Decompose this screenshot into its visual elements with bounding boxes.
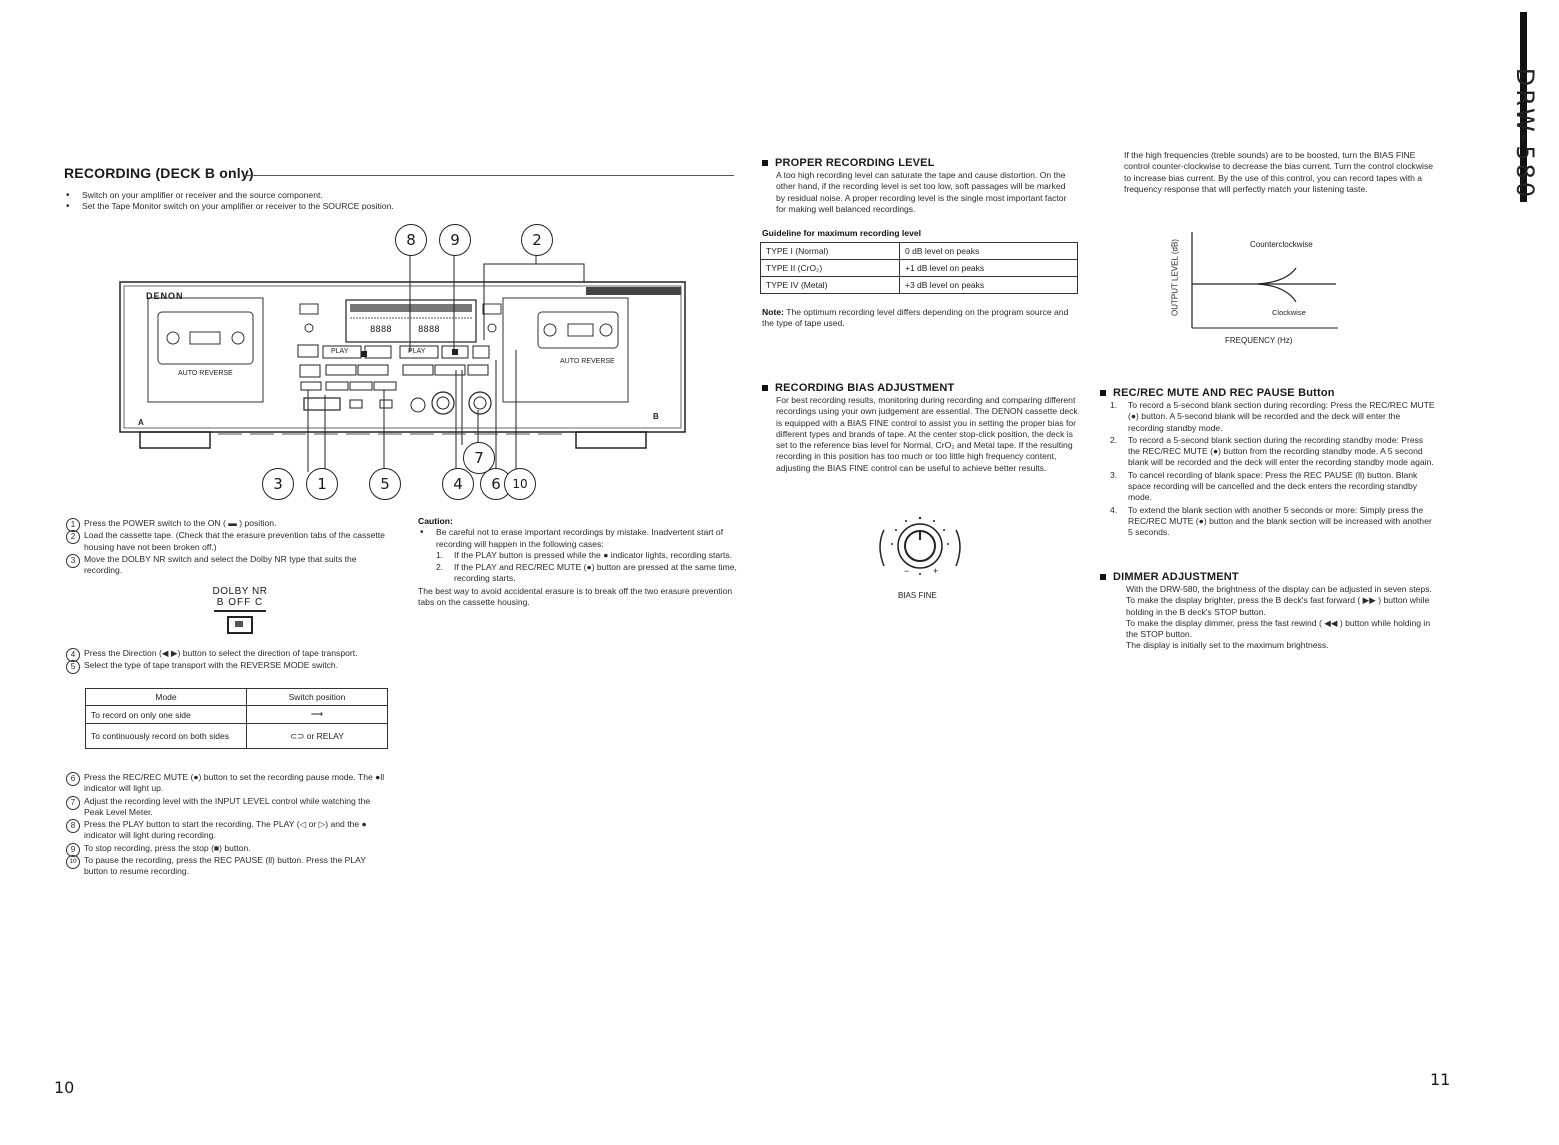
page-number-left: 10 <box>54 1078 75 1097</box>
mode-cell: To continuously record on both sides <box>85 723 247 749</box>
bias-knob-drawing <box>879 516 961 575</box>
intro-bullets: Switch on your amplifier or receiver and… <box>64 190 524 213</box>
play-button-right: PLAY <box>408 348 426 355</box>
brand-logo: DENON <box>146 291 184 301</box>
switch-cell: ⟶ <box>246 705 388 724</box>
switch-cell: ⊂⊃ or RELAY <box>246 723 388 749</box>
play-button-left: PLAY <box>331 348 349 355</box>
knob-plus: + <box>933 566 939 576</box>
tape-type-cell: TYPE I (Normal) <box>760 242 900 260</box>
dolby-positions: B OFF C <box>216 597 264 608</box>
intro-bullet: Switch on your amplifier or receiver and… <box>64 190 524 202</box>
rec-mute-item: 4.To extend the blank section with anoth… <box>1110 504 1432 538</box>
tape-type-cell: TYPE IV (Metal) <box>760 276 900 294</box>
knob-minus: − <box>904 566 910 576</box>
rec-mute-item: 2.To record a 5-second blank section dur… <box>1110 434 1434 468</box>
callout-5: 5 <box>369 468 401 500</box>
tape-level-cell: +1 dB level on peaks <box>899 259 1078 277</box>
caution-bullet: Be careful not to erase important record… <box>418 527 738 550</box>
section-title-rule <box>244 175 734 176</box>
dimmer-para: To make the display brighter, press the … <box>1126 595 1430 617</box>
side-tab-bar <box>1520 12 1527 202</box>
note-text: The optimum recording level differs depe… <box>762 307 1069 329</box>
deck-b-label: B <box>653 412 659 421</box>
mode-table: Mode Switch position To record on only o… <box>85 688 388 749</box>
dolby-track <box>214 610 266 612</box>
note-label: Note: <box>762 307 784 317</box>
graph-ylabel: OUTPUT LEVEL (dB) <box>1170 239 1180 316</box>
intro-bullet: Set the Tape Monitor switch on your ampl… <box>64 201 524 213</box>
switch-header: Switch position <box>246 688 388 706</box>
freq-graph: OUTPUT LEVEL (dB) Counterclockwise Clock… <box>1170 228 1340 350</box>
dolby-switch: DOLBY NR B OFF C <box>210 586 270 634</box>
rec-mute-list: 1.To record a 5-second blank section dur… <box>1110 400 1435 540</box>
rec-mute-item: 3.To cancel recording of blank space: Pr… <box>1110 469 1418 503</box>
tape-level-cell: 0 dB level on peaks <box>899 242 1078 260</box>
dimmer-para: The display is initially set to the maxi… <box>1126 640 1329 651</box>
bias-fine-label: BIAS FINE <box>898 591 937 600</box>
model-vertical-label: DRW-580 <box>1511 67 1539 201</box>
dolby-title: DOLBY NR <box>212 586 268 597</box>
caution-title: Caution: <box>418 516 453 526</box>
caution-block: Caution: Be careful not to erase importa… <box>418 516 738 608</box>
auto-reverse-left: AUTO REVERSE <box>178 370 233 377</box>
caution-item: 1.If the PLAY button is pressed while th… <box>436 549 733 560</box>
deck-drawing <box>119 256 686 472</box>
display-digits-right: 8888 <box>418 325 440 335</box>
guideline-label: Guideline for maximum recording level <box>762 228 922 238</box>
dimmer-title: DIMMER ADJUSTMENT <box>1100 571 1239 583</box>
level-table: TYPE I (Normal) 0 dB level on peaks TYPE… <box>760 242 1078 294</box>
page-number-right: 11 <box>1430 1070 1451 1089</box>
tape-level-cell: +3 dB level on peaks <box>899 276 1078 294</box>
proper-level-body: A too high recording level can saturate … <box>776 170 1067 214</box>
proper-level-title: PROPER RECORDING LEVEL <box>762 157 935 169</box>
callout-9: 9 <box>439 224 471 256</box>
callout-3: 3 <box>262 468 294 500</box>
tape-type-cell: TYPE II (CrO₂) <box>760 259 900 277</box>
bias-knob-illustration: − + BIAS FINE <box>870 510 970 605</box>
dimmer-para: To make the display dimmer, press the fa… <box>1126 617 1431 640</box>
callout-7: 7 <box>463 442 495 474</box>
caution-footer: The best way to avoid accidental erasure… <box>418 585 733 608</box>
graph-label-ccw: Counterclockwise <box>1250 240 1313 249</box>
graph-axes <box>1191 232 1338 329</box>
callout-8: 8 <box>395 224 427 256</box>
deck-diagram: DENON AUTO REVERSE AUTO REVERSE A B 8888… <box>118 220 688 500</box>
dimmer-body: With the DRW-580, the brightness of the … <box>1126 584 1436 652</box>
mode-header: Mode <box>85 688 247 706</box>
mode-cell: To record on only one side <box>85 705 247 724</box>
callout-2: 2 <box>521 224 553 256</box>
graph-xlabel: FREQUENCY (Hz) <box>1225 336 1293 345</box>
auto-reverse-right: AUTO REVERSE <box>560 358 615 365</box>
dolby-knob <box>227 616 253 634</box>
bias-body: For best recording results, monitoring d… <box>776 395 1078 473</box>
graph-label-cw: Clockwise <box>1272 308 1306 317</box>
bias-title: RECORDING BIAS ADJUSTMENT <box>762 382 954 394</box>
callout-4: 4 <box>442 468 474 500</box>
rec-mute-title: REC/REC MUTE AND REC PAUSE Button <box>1100 387 1335 399</box>
right-intro: If the high frequencies (treble sounds) … <box>1124 150 1434 194</box>
deck-a-label: A <box>138 418 144 427</box>
callout-1: 1 <box>306 468 338 500</box>
level-note: Note: The optimum recording level differ… <box>762 307 1078 330</box>
caution-item: 2.If the PLAY and REC/REC MUTE (●) butto… <box>436 562 737 584</box>
callout-10: 10 <box>504 468 536 500</box>
dimmer-para: With the DRW-580, the brightness of the … <box>1126 584 1432 594</box>
rec-mute-item: 1.To record a 5-second blank section dur… <box>1110 400 1435 433</box>
display-digits-left: 8888 <box>370 325 392 335</box>
section-title: RECORDING (DECK B only) <box>64 165 254 181</box>
